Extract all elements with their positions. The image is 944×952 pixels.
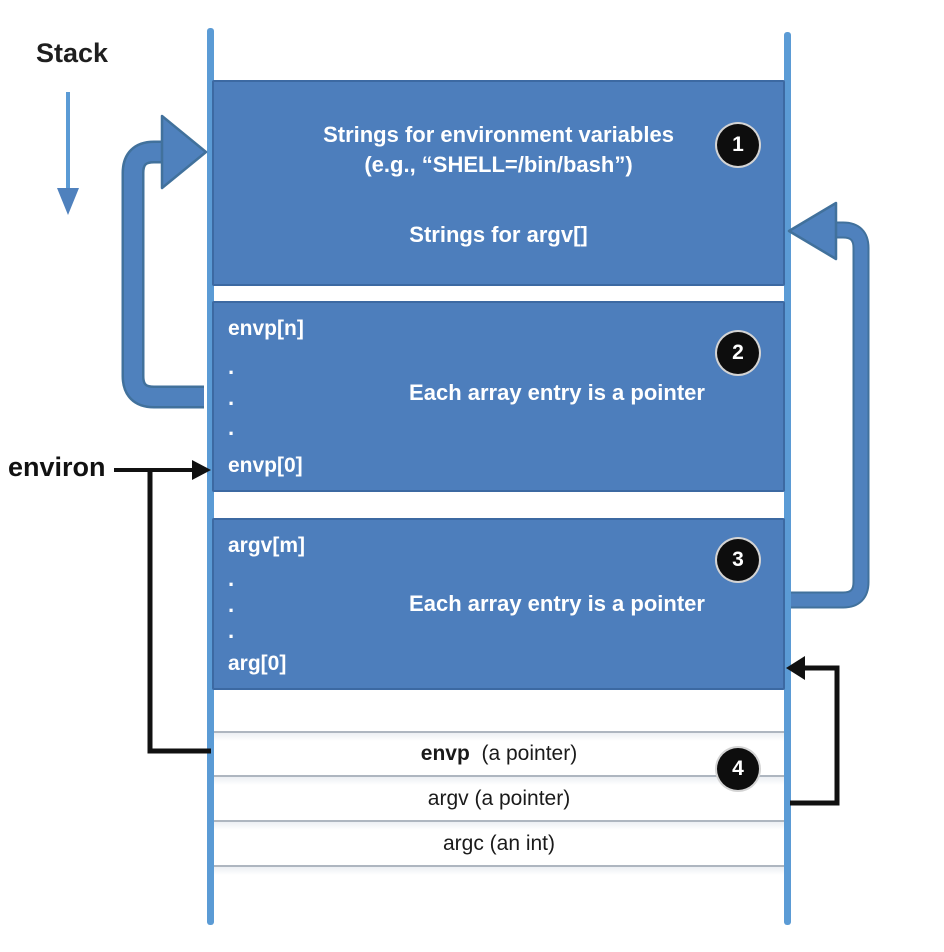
argv-m-label: argv[m] — [228, 534, 306, 557]
envp-n-label: envp[n] — [228, 317, 304, 340]
ellipsis-dot: . — [228, 384, 235, 410]
strings-line-1: Strings for environment variables — [323, 122, 674, 147]
ellipsis-dot: . — [228, 353, 235, 379]
region-4-badge: 4 — [717, 748, 759, 790]
argc-row-desc: argc (an int) — [442, 832, 556, 855]
argv-array-entries: argv[m] . . . arg[0] — [228, 520, 305, 688]
frame-rows-region: envp (a pointer) argv (a pointer) argc (… — [214, 690, 784, 925]
stack-label: Stack — [36, 38, 109, 68]
region-3-badge: 3 — [717, 539, 759, 581]
blank-row — [214, 865, 784, 925]
ellipsis-dot: . — [228, 618, 235, 643]
argv-0-label: arg[0] — [228, 652, 287, 675]
region-1-badge: 1 — [717, 124, 759, 166]
region-2-badge: 2 — [717, 332, 759, 374]
argv-pointer-row: argv (a pointer) — [214, 775, 784, 820]
stack-growth-arrow — [57, 92, 79, 215]
argv-row-desc: argv (a pointer) — [427, 787, 571, 810]
argv-pointer-arrow — [786, 656, 840, 806]
envp-array-region: envp[n] . . . envp[0] Each array entry i… — [212, 301, 785, 492]
envp-row-desc: (a pointer) — [469, 742, 578, 765]
envp-pointer-row: envp (a pointer) — [214, 731, 784, 775]
envp-array-note: Each array entry is a pointer — [409, 380, 705, 405]
envp-0-label: envp[0] — [228, 454, 303, 477]
envp-array-entries: envp[n] . . . envp[0] — [228, 303, 304, 490]
ellipsis-dot: . — [228, 415, 235, 441]
argc-row: argc (an int) — [214, 820, 784, 865]
environ-pointer-arrow — [114, 460, 211, 754]
argv-array-note: Each array entry is a pointer — [409, 591, 705, 616]
strings-line-2: (e.g., “SHELL=/bin/bash”) — [364, 152, 633, 177]
stack-right-rail — [784, 32, 791, 925]
envp-row-name: envp — [420, 742, 470, 765]
argv-array-region: argv[m] . . . arg[0] Each array entry is… — [212, 518, 785, 690]
strings-region: Strings for environment variables (e.g.,… — [212, 80, 785, 286]
strings-line-3: Strings for argv[] — [409, 222, 588, 247]
envp-array-to-strings-arrow — [121, 114, 208, 409]
ellipsis-dot: . — [228, 566, 235, 591]
environ-label: environ — [8, 452, 106, 482]
ellipsis-dot: . — [228, 592, 235, 617]
blank-row — [214, 690, 784, 731]
argv-array-to-strings-arrow — [787, 201, 870, 609]
